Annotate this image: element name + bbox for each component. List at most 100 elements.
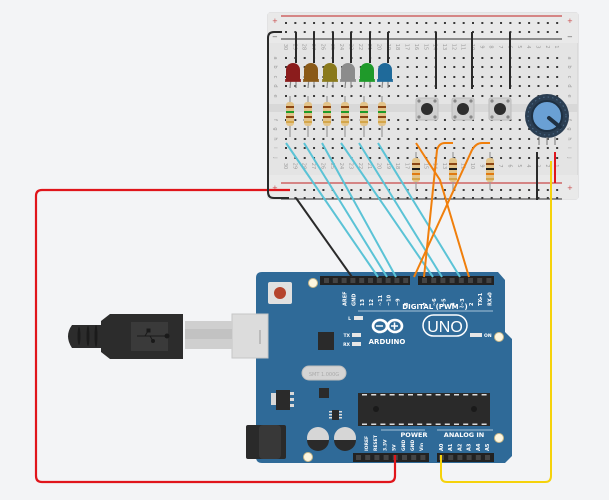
- reset-button[interactable]: [268, 282, 292, 304]
- digital-pin-label: 8: [404, 302, 410, 306]
- header-pin[interactable]: [477, 278, 483, 283]
- breadboard-hole: [378, 57, 381, 59]
- header-pin[interactable]: [385, 278, 391, 283]
- power-on-led: ON: [470, 333, 492, 339]
- rail-hole: [500, 197, 503, 199]
- header-pin[interactable]: [411, 455, 417, 460]
- bottom-plus-label-right: +: [567, 184, 573, 192]
- breadboard-hole: [546, 85, 549, 87]
- led-yellow[interactable]: [322, 63, 338, 89]
- header-pin[interactable]: [332, 278, 338, 283]
- breadboard-hole: [406, 138, 409, 140]
- row-label: b: [566, 65, 572, 68]
- header-pin[interactable]: [440, 278, 446, 283]
- column-number: 4: [525, 45, 531, 48]
- button-3[interactable]: [488, 97, 512, 121]
- usb-cable-strain-relief: [68, 325, 101, 348]
- led-green[interactable]: [359, 63, 375, 89]
- header-pin[interactable]: [468, 278, 473, 283]
- column-number: 25: [329, 44, 335, 50]
- led-resistor[interactable]: [286, 96, 294, 137]
- breadboard-hole: [546, 138, 549, 140]
- button-2[interactable]: [451, 97, 475, 121]
- led-white[interactable]: [340, 63, 356, 89]
- breadboard-hole: [303, 128, 306, 130]
- led-blue[interactable]: [377, 63, 393, 89]
- wire-a0-to-pot-wiper[interactable]: [440, 161, 552, 483]
- breadboard-hole: [528, 76, 531, 78]
- breadboard-hole: [397, 157, 400, 159]
- potentiometer[interactable]: [525, 94, 569, 145]
- wire-pin2-button[interactable]: [413, 142, 490, 278]
- header-pin[interactable]: [376, 278, 382, 283]
- led-resistor[interactable]: [360, 96, 368, 137]
- breadboard-hole: [322, 138, 325, 140]
- wire-gnd-to-minus-rail[interactable]: [295, 197, 353, 278]
- breadboard-hole: [359, 57, 362, 59]
- header-pin[interactable]: [365, 455, 371, 460]
- header-pin[interactable]: [394, 278, 400, 283]
- wire-5v-to-plus-rail[interactable]: [34, 188, 397, 484]
- header-pin[interactable]: [457, 455, 463, 460]
- wire-pin9-led[interactable]: [321, 142, 397, 278]
- header-pin[interactable]: [458, 278, 464, 283]
- header-pin[interactable]: [448, 455, 454, 460]
- led-red[interactable]: [285, 63, 301, 89]
- column-number: 7: [497, 45, 503, 48]
- wire-pin3-led[interactable]: [377, 142, 461, 278]
- column-number: 20: [376, 44, 382, 50]
- rail-hole: [537, 189, 540, 191]
- header-pin[interactable]: [359, 278, 365, 283]
- breadboard-hole: [481, 128, 484, 130]
- header-pin[interactable]: [431, 278, 437, 283]
- header-pin[interactable]: [485, 455, 490, 460]
- header-pin[interactable]: [402, 455, 407, 460]
- breadboard-hole: [303, 138, 306, 140]
- column-number: 1: [553, 164, 559, 167]
- header-pin[interactable]: [374, 455, 380, 460]
- header-pin[interactable]: [368, 278, 373, 283]
- wire-pin10-led[interactable]: [303, 142, 388, 278]
- header-pin[interactable]: [422, 278, 427, 283]
- breadboard-hole: [556, 95, 559, 97]
- breadboard-hole: [472, 157, 474, 159]
- header-pin[interactable]: [475, 455, 481, 460]
- led-orange[interactable]: [303, 63, 319, 89]
- header-pin[interactable]: [420, 455, 426, 460]
- wire-pin6-led[interactable]: [340, 142, 434, 278]
- power-header-label: POWER: [401, 431, 428, 439]
- pulldown-resistor[interactable]: [412, 152, 420, 190]
- rail-hole: [331, 22, 334, 24]
- header-pin[interactable]: [486, 278, 492, 283]
- breadboard-hole: [509, 157, 512, 159]
- wire-pin7-button[interactable]: [423, 142, 453, 278]
- top-plus-label: +: [272, 17, 278, 25]
- pulldown-resistor[interactable]: [486, 152, 494, 190]
- power-pin-label: GND: [410, 440, 416, 451]
- column-number: 3: [534, 45, 540, 48]
- header-pin[interactable]: [403, 278, 409, 283]
- pulldown-resistor[interactable]: [449, 152, 457, 190]
- header-pin[interactable]: [350, 278, 356, 283]
- wire-ground-rail-loop[interactable]: [267, 31, 289, 199]
- column-number: 25: [329, 163, 335, 169]
- button-1[interactable]: [415, 97, 439, 121]
- led-resistor[interactable]: [378, 96, 386, 137]
- led-resistor[interactable]: [341, 96, 349, 137]
- wire-pin8-button[interactable]: [415, 142, 470, 278]
- header-pin[interactable]: [324, 278, 329, 283]
- svg-text:L: L: [348, 316, 351, 322]
- led-resistor[interactable]: [304, 96, 312, 137]
- column-number: 2: [544, 164, 550, 167]
- wire-pin11-led[interactable]: [285, 142, 379, 278]
- row-label: e: [566, 94, 572, 97]
- header-pin[interactable]: [383, 455, 389, 460]
- header-pin[interactable]: [341, 278, 347, 283]
- wire-pin5-led[interactable]: [358, 142, 443, 278]
- column-number: 13: [441, 44, 447, 50]
- header-pin[interactable]: [449, 278, 455, 283]
- header-pin[interactable]: [356, 455, 361, 460]
- led-resistor[interactable]: [323, 96, 331, 137]
- header-pin[interactable]: [466, 455, 472, 460]
- breadboard-hole: [453, 147, 456, 149]
